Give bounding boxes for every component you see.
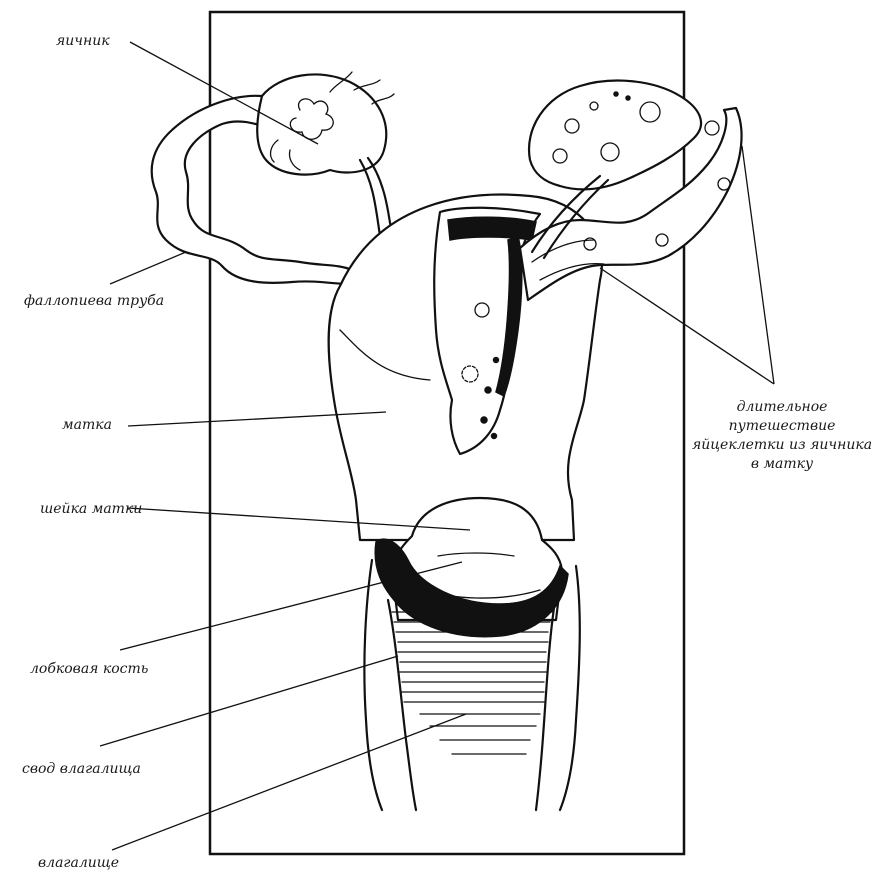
label-egg-journey-line-3: яйцеклетки из яичника bbox=[692, 437, 873, 453]
label-pubic-bone: лобковая кость bbox=[30, 661, 149, 677]
leader-vaginal-fornix bbox=[99, 655, 399, 747]
figure-frame bbox=[208, 10, 686, 856]
right-fallopian-tube bbox=[518, 106, 743, 302]
leader-egg-journey-2 bbox=[599, 267, 775, 385]
vaginal-rugae bbox=[391, 611, 553, 755]
label-uterus: матка bbox=[62, 417, 112, 433]
label-egg-journey-line-1: длительное bbox=[736, 399, 828, 415]
label-fallopian-tube: фаллопиева труба bbox=[24, 293, 165, 309]
leader-uterus bbox=[127, 411, 387, 427]
left-ovary bbox=[256, 73, 388, 176]
label-vagina: влагалище bbox=[38, 855, 120, 871]
vaginal-canal bbox=[363, 558, 384, 812]
leader-fallopian-tube bbox=[109, 251, 187, 285]
leader-pubic-bone bbox=[119, 561, 463, 651]
leader-egg-journey-1 bbox=[741, 145, 775, 385]
right-ovary bbox=[527, 79, 703, 191]
leader-lines bbox=[99, 41, 775, 851]
label-egg-journey: длительное путешествие яйцеклетки из яич… bbox=[692, 398, 872, 474]
leader-vagina bbox=[111, 713, 467, 851]
leader-ovary bbox=[129, 41, 319, 145]
label-vaginal-fornix: свод влагалища bbox=[22, 761, 141, 777]
label-ovary: яичник bbox=[56, 33, 110, 49]
label-egg-journey-line-2: путешествие bbox=[728, 418, 836, 434]
leader-cervix bbox=[127, 507, 471, 531]
label-egg-journey-line-4: в матку bbox=[750, 456, 814, 472]
label-cervix: шейка матки bbox=[40, 501, 143, 517]
